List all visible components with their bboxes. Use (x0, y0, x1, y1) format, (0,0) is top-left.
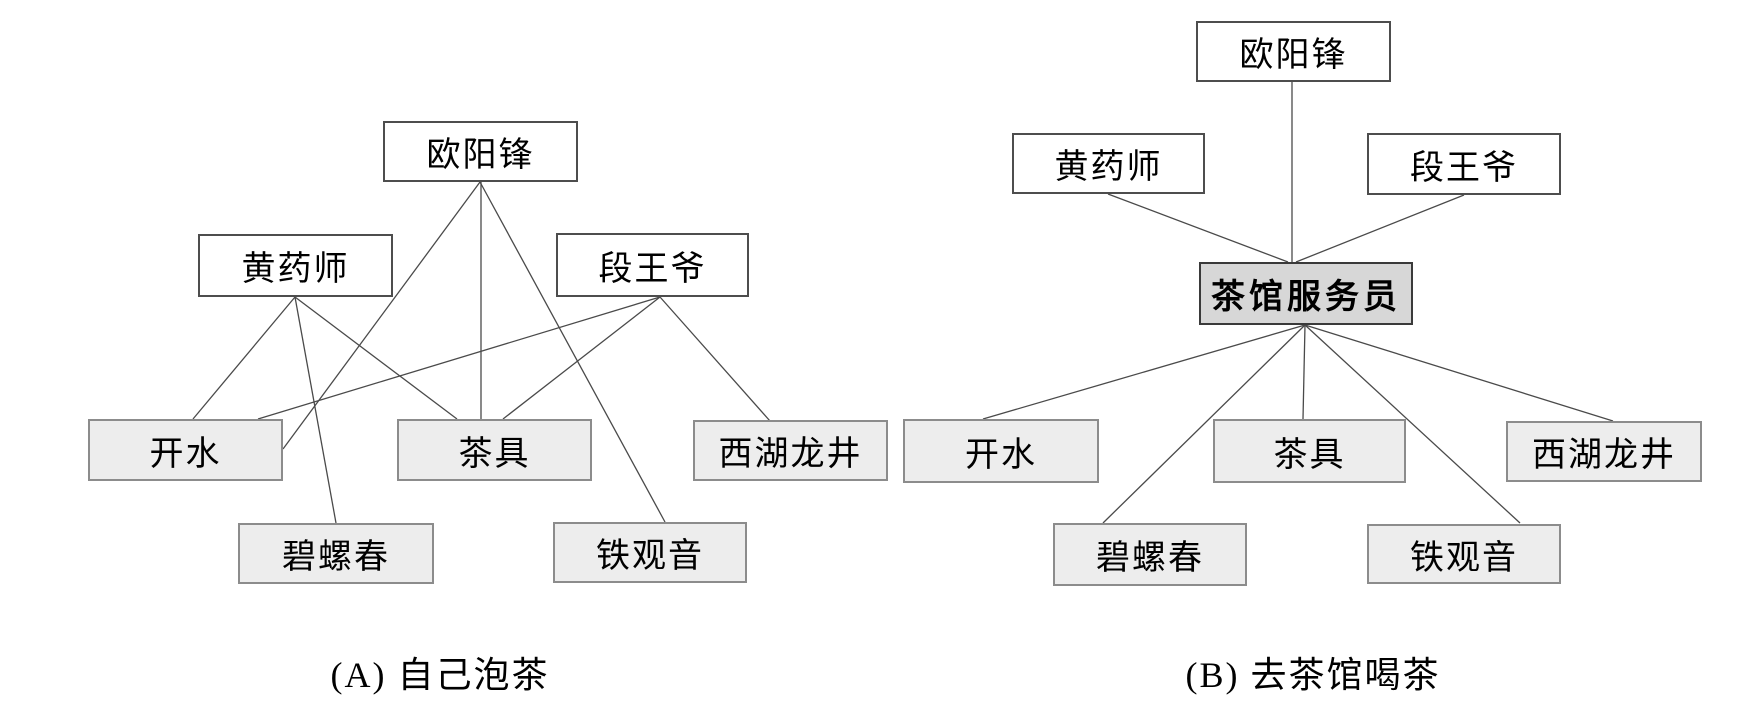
edge-duanwangye-fuwuyuan-b (1295, 194, 1465, 263)
node-biluochun-b: 碧螺春 (1053, 523, 1247, 586)
node-ouyangfeng-a: 欧阳锋 (383, 121, 578, 182)
edge-huangyaoshi-chaju-a (294, 296, 458, 420)
node-label: 碧螺春 (1096, 540, 1204, 577)
node-tieguanyin-a: 铁观音 (553, 522, 747, 583)
node-label: 铁观音 (596, 538, 704, 575)
caption-diagram-a: (A) 自己泡茶 (330, 655, 550, 695)
edge-duanwangye-chaju-a (502, 296, 661, 420)
node-label: 欧阳锋 (1239, 37, 1348, 74)
node-kaishui-b: 开水 (903, 419, 1099, 483)
node-xihulongjing-b: 西湖龙井 (1506, 421, 1702, 482)
node-chaju-a: 茶具 (397, 419, 592, 481)
edge-fuwuyuan-kaishui-b (982, 324, 1306, 420)
node-label: 西湖龙井 (718, 436, 863, 473)
edge-huangyaoshi-biluochun-a (294, 296, 337, 524)
node-label: 开水 (965, 436, 1037, 474)
node-label: 西湖龙井 (1532, 437, 1676, 474)
edge-fuwuyuan-chaju-b (1302, 324, 1306, 420)
node-label: 段王爷 (598, 250, 707, 288)
node-label: 茶馆服务员 (1211, 279, 1401, 316)
node-label: 欧阳锋 (426, 137, 535, 174)
edge-duanwangye-kaishui-a (257, 296, 661, 420)
node-label: 茶具 (458, 435, 531, 473)
edge-huangyaoshi-fuwuyuan-b (1107, 193, 1289, 263)
node-label: 茶具 (1273, 436, 1346, 474)
node-huangyaoshi-b: 黄药师 (1012, 133, 1205, 194)
node-ouyangfeng-b: 欧阳锋 (1196, 21, 1391, 82)
edge-fuwuyuan-tieguanyin-b (1304, 324, 1521, 524)
edge-huangyaoshi-kaishui-a (192, 296, 296, 420)
node-xihulongjing-a: 西湖龙井 (693, 420, 888, 481)
node-label: 碧螺春 (282, 539, 390, 576)
caption-diagram-b: (B) 去茶馆喝茶 (1185, 655, 1441, 695)
node-fuwuyuan-b: 茶馆服务员 (1199, 262, 1413, 325)
node-label: 开水 (149, 435, 222, 473)
node-label: 黄药师 (241, 251, 350, 288)
edge-fuwuyuan-biluochun-b (1102, 324, 1306, 524)
edge-ouyangfeng-kaishui-a (282, 181, 481, 450)
edge-duanwangye-xihulongjing-a (659, 296, 771, 422)
node-biluochun-a: 碧螺春 (238, 523, 434, 584)
edge-ouyangfeng-tieguanyin-a (479, 181, 666, 523)
node-huangyaoshi-a: 黄药师 (198, 234, 393, 297)
node-label: 铁观音 (1410, 539, 1518, 577)
node-label: 段王爷 (1410, 149, 1518, 187)
node-label: 黄药师 (1054, 149, 1163, 186)
node-duanwangye-a: 段王爷 (556, 233, 749, 297)
node-kaishui-a: 开水 (88, 419, 283, 481)
node-duanwangye-b: 段王爷 (1367, 133, 1561, 195)
node-chaju-b: 茶具 (1213, 419, 1406, 483)
edge-fuwuyuan-xihulongjing-b (1304, 324, 1614, 422)
node-tieguanyin-b: 铁观音 (1367, 524, 1561, 584)
